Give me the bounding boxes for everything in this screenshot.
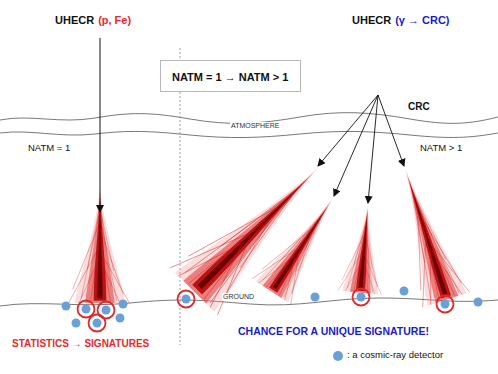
- particle-type: (p, Fe): [98, 14, 131, 27]
- detector-swatch: [333, 351, 343, 361]
- particle-label: UHECR: [55, 14, 94, 27]
- legend-text: : a cosmic-ray detector: [347, 350, 443, 361]
- conclusion-note: CHANCE FOR A UNIQUE SIGNATURE!: [238, 325, 429, 337]
- particle-type: (γ → CRC): [395, 14, 449, 27]
- region-label: NATM > 1: [420, 143, 462, 154]
- layer-label: GROUND: [222, 293, 255, 301]
- box-text: NATM = 1 → NATM > 1: [172, 71, 288, 83]
- crc-label: CRC: [408, 101, 430, 113]
- particle-label: UHECR: [352, 14, 391, 27]
- layer-label: ATMOSPHERE: [230, 122, 281, 130]
- conclusion-note: STATISTICS → SIGNATURES: [12, 338, 149, 350]
- region-label: NATM = 1: [28, 143, 70, 154]
- condition-box: NATM = 1 → NATM > 1: [160, 60, 301, 92]
